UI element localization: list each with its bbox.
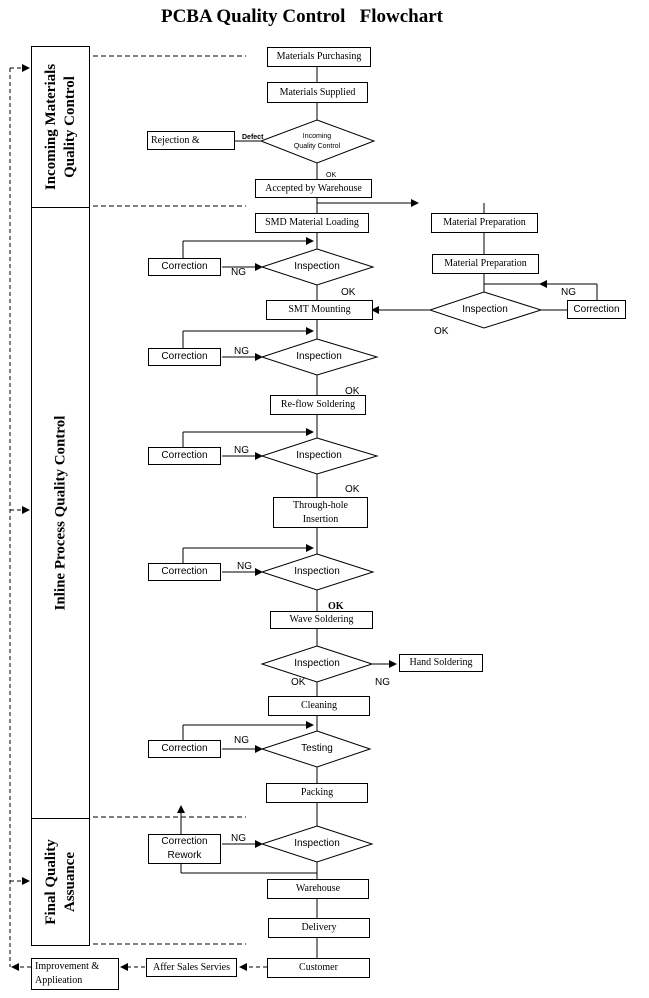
inspection-2-label: Inspection xyxy=(296,351,342,362)
cleaning-box: Cleaning xyxy=(268,696,370,716)
reflow-soldering-box: Re-flow Soldering xyxy=(270,395,366,415)
ok-label-5: OK xyxy=(291,677,306,688)
hand-soldering-box: Hand Soldering xyxy=(399,654,483,672)
ng-label-3: NG xyxy=(234,445,249,456)
ng-label-7: NG xyxy=(231,833,246,844)
ok-label-4: OK xyxy=(328,601,344,612)
stage-inline-label: Inline Process Quality Control xyxy=(52,415,68,611)
accepted-by-warehouse-box: Accepted by Warehouse xyxy=(255,179,372,198)
stage-inline: Inline Process Quality Control xyxy=(31,207,90,819)
inspection-right-label: Inspection xyxy=(462,304,508,315)
inspection-3-label: Inspection xyxy=(296,450,342,461)
testing-label: Testing xyxy=(301,743,333,754)
stage-incoming: Incoming Materials Quality Control xyxy=(31,46,90,208)
warehouse-box: Warehouse xyxy=(267,879,369,899)
stage-incoming-label: Incoming Materials Quality Control xyxy=(42,63,78,191)
ok-label-2: OK xyxy=(345,386,360,397)
correction-box-1: Correction xyxy=(148,258,221,276)
ng-label-2: NG xyxy=(234,346,249,357)
through-hole-insertion-box: Through-hole Insertion xyxy=(273,497,368,528)
inspection-5-label: Inspection xyxy=(294,658,340,669)
ok-label-3: OK xyxy=(345,484,360,495)
stage-final-label: Final Quality Assuance xyxy=(42,839,78,925)
inspection-6-label: Inspection xyxy=(294,838,340,849)
ng-label-5: NG xyxy=(375,677,390,688)
ng-label-right: NG xyxy=(561,287,576,298)
smd-material-loading-box: SMD Material Loading xyxy=(255,213,369,233)
inspection-1-label: Inspection xyxy=(294,261,340,272)
correction-box-5: Correction xyxy=(148,740,221,758)
ng-label-1: NG xyxy=(231,267,246,278)
packing-box: Packing xyxy=(266,783,368,803)
correction-rework-box: Correction Rework xyxy=(148,834,221,864)
correction-box-3: Correction xyxy=(148,447,221,465)
delivery-box: Delivery xyxy=(268,918,370,938)
ok-label-right: OK xyxy=(434,326,449,337)
smt-mounting-box: SMT Mounting xyxy=(266,300,373,320)
correction-box-2: Correction xyxy=(148,348,221,366)
rejection-box: Rejection & xyxy=(147,131,235,150)
improvement-box: Improvement & Applieation xyxy=(31,958,119,990)
material-preparation-box-1: Material Preparation xyxy=(431,213,538,233)
after-sales-box: Affer Sales Servies xyxy=(146,958,237,977)
ok-label-1: OK xyxy=(341,287,356,298)
page-title: PCBA Quality Control Flowchart xyxy=(160,6,443,27)
ok-incoming-label: OK xyxy=(326,172,337,179)
materials-purchasing-box: Materials Purchasing xyxy=(267,47,371,67)
wave-soldering-box: Wave Soldering xyxy=(270,611,373,629)
material-preparation-box-2: Material Preparation xyxy=(432,254,539,274)
ng-label-4: NG xyxy=(237,561,252,572)
customer-box: Customer xyxy=(267,958,370,978)
materials-supplied-box: Materials Supplied xyxy=(267,82,368,103)
defect-label: Defect xyxy=(242,134,264,141)
correction-box-right: Correction xyxy=(567,300,626,319)
inspection-4-label: Inspection xyxy=(294,566,340,577)
stage-final: Final Quality Assuance xyxy=(31,818,90,946)
ng-label-6: NG xyxy=(234,735,249,746)
incoming-qc-label: Incoming Quality Control xyxy=(293,133,341,150)
correction-box-4: Correction xyxy=(148,563,221,581)
